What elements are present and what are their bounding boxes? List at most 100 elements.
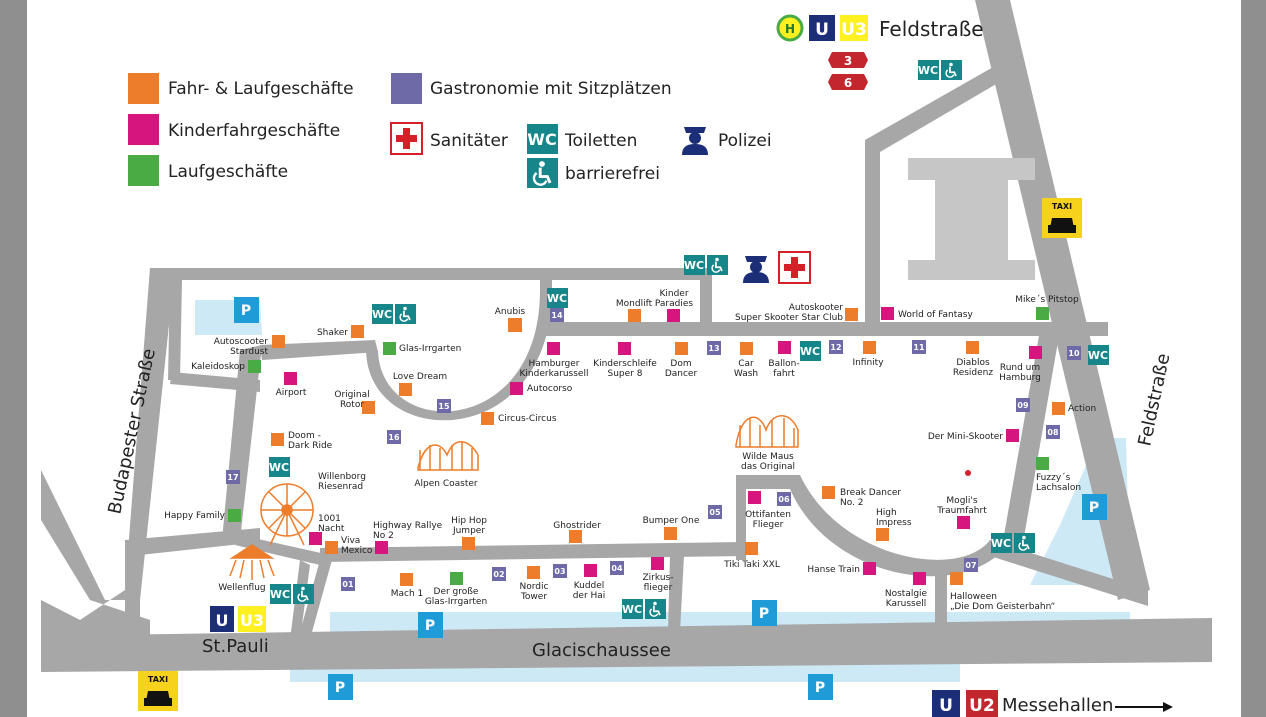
attraction-marker[interactable]: [1029, 346, 1042, 359]
attraction-marker[interactable]: [628, 309, 641, 322]
attraction-marker[interactable]: [325, 541, 338, 554]
gastro-marker[interactable]: 14: [550, 308, 564, 322]
attraction-marker[interactable]: [547, 342, 560, 355]
svg-text:TAXI: TAXI: [148, 675, 168, 684]
svg-text:WC: WC: [622, 603, 642, 616]
legend-swatch-lauf: [128, 155, 159, 186]
gastro-marker[interactable]: 11: [912, 340, 926, 354]
attraction-marker[interactable]: [383, 342, 396, 355]
attraction-marker[interactable]: [876, 528, 889, 541]
attraction-label-hanse-train: Hanse Train: [807, 565, 860, 575]
attraction-marker[interactable]: [399, 383, 412, 396]
attraction-marker[interactable]: [1036, 307, 1049, 320]
attraction-marker[interactable]: [913, 572, 926, 585]
attraction-marker[interactable]: [527, 566, 540, 579]
attraction-marker[interactable]: [284, 372, 297, 385]
roller-coaster-icon: [417, 441, 479, 471]
attraction-marker[interactable]: [362, 401, 375, 414]
attraction-marker[interactable]: [881, 307, 894, 320]
attraction-label-alpen-coaster: Alpen Coaster: [414, 479, 478, 489]
attraction-marker[interactable]: [957, 516, 970, 529]
transit-feldstrasse: H U U3 3 6: [776, 14, 868, 90]
attraction-marker[interactable]: [1006, 429, 1019, 442]
attraction-marker[interactable]: [1052, 402, 1065, 415]
gastro-marker[interactable]: 03: [553, 564, 567, 578]
gastro-marker[interactable]: 09: [1016, 398, 1030, 412]
gastro-marker[interactable]: 12: [829, 340, 843, 354]
street-feldstrasse-top: Feldstraße: [879, 17, 984, 41]
gastro-marker[interactable]: 17: [226, 470, 240, 484]
attraction-marker[interactable]: [845, 308, 858, 321]
gastro-marker[interactable]: 06: [777, 492, 791, 506]
attraction-marker[interactable]: [462, 537, 475, 550]
police-icon: [743, 256, 769, 283]
attraction-marker[interactable]: [664, 527, 677, 540]
attraction-marker[interactable]: [248, 360, 261, 373]
roller-coaster-icon: [735, 415, 799, 448]
road-network: [41, 0, 1212, 672]
legend: Fahr- & Laufgeschäfte Kinderfahrgeschäft…: [128, 73, 772, 188]
attraction-label-wellenflug: Wellenflug: [218, 583, 265, 593]
attraction-marker[interactable]: [966, 341, 979, 354]
svg-text:10: 10: [1068, 349, 1080, 358]
attraction-marker[interactable]: [863, 341, 876, 354]
svg-text:02: 02: [493, 570, 504, 579]
svg-text:WC: WC: [918, 64, 938, 77]
attraction-marker[interactable]: [1036, 457, 1049, 470]
gastro-marker[interactable]: 13: [707, 341, 721, 355]
attraction-marker[interactable]: [748, 491, 761, 504]
gastro-marker[interactable]: 08: [1046, 425, 1060, 439]
svg-text:WC: WC: [684, 259, 704, 272]
attraction-marker[interactable]: [569, 530, 582, 543]
attraction-marker[interactable]: [271, 433, 284, 446]
attraction-marker[interactable]: [675, 342, 688, 355]
attraction-marker[interactable]: [400, 573, 413, 586]
attraction-marker[interactable]: [950, 572, 963, 585]
building-block: [908, 158, 1035, 280]
attraction-label-love-dream: Love Dream: [393, 372, 447, 382]
gastro-marker[interactable]: 05: [708, 505, 722, 519]
attraction-marker[interactable]: [351, 325, 364, 338]
gastro-marker[interactable]: 16: [387, 430, 401, 444]
svg-text:WC: WC: [270, 588, 290, 601]
attraction-marker[interactable]: [309, 532, 322, 545]
attraction-marker[interactable]: [740, 342, 753, 355]
attraction-marker[interactable]: [510, 382, 523, 395]
attraction-marker[interactable]: [272, 335, 285, 348]
gastro-marker[interactable]: 02: [492, 567, 506, 581]
attraction-marker[interactable]: [450, 572, 463, 585]
attraction-marker[interactable]: [481, 412, 494, 425]
attraction-label-infinity: Infinity: [852, 358, 884, 368]
attraction-label-ballonfahrt: Ballon-fahrt: [768, 359, 799, 379]
attraction-label-mondlift: Mondlift: [616, 299, 653, 309]
gastro-marker[interactable]: 10: [1067, 346, 1081, 360]
station-stpauli: St.Pauli: [202, 636, 269, 657]
attraction-marker[interactable]: [375, 541, 388, 554]
attraction-marker[interactable]: [863, 562, 876, 575]
attraction-marker[interactable]: [667, 309, 680, 322]
attraction-marker[interactable]: [228, 509, 241, 522]
gastro-marker[interactable]: 07: [964, 558, 978, 572]
attraction-label-ghostrider: Ghostrider: [553, 521, 601, 531]
attraction-marker[interactable]: [778, 341, 791, 354]
attraction-marker[interactable]: [508, 318, 522, 332]
gastro-marker[interactable]: 04: [610, 561, 624, 575]
attraction-marker[interactable]: [745, 542, 758, 555]
gastro-marker[interactable]: 01: [341, 577, 355, 591]
svg-text:13: 13: [708, 344, 719, 353]
attraction-marker[interactable]: [618, 342, 631, 355]
attraction-marker[interactable]: [822, 486, 835, 499]
attraction-marker[interactable]: [651, 557, 664, 570]
attraction-label-glas-irrgarten: Glas-Irrgarten: [399, 344, 461, 354]
attraction-marker[interactable]: [584, 564, 597, 577]
gastro-marker[interactable]: 15: [437, 399, 451, 413]
